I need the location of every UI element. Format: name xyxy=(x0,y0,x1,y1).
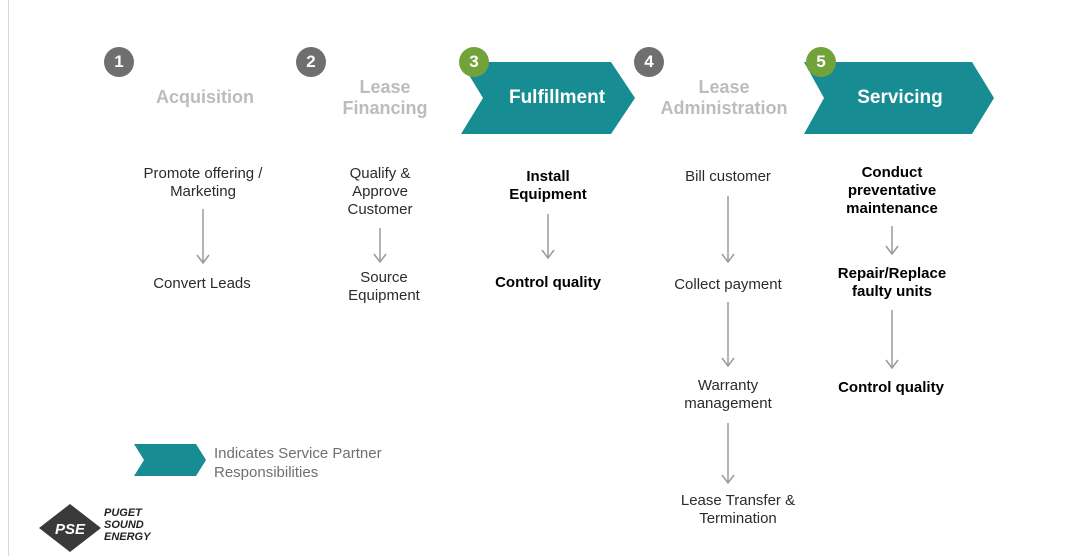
stage-3-badge: 3 xyxy=(459,47,489,77)
logo-word-2: SOUND xyxy=(104,519,144,531)
stage-1-title: Acquisition xyxy=(156,87,254,107)
stage-1-badge: 1 xyxy=(104,47,134,77)
stage-5-step-1: Conduct preventative maintenance xyxy=(846,164,938,217)
stage-3-chevron xyxy=(461,62,635,134)
stage-1-step-2: Convert Leads xyxy=(153,275,251,292)
stage-3-arrow-1 xyxy=(541,214,555,260)
stage-5-step-3: Control quality xyxy=(838,379,944,396)
stage-5-chevron xyxy=(804,62,994,134)
stage-4-step-2: Collect payment xyxy=(674,276,782,293)
stage-2-badge: 2 xyxy=(296,47,326,77)
stage-4-title: Lease Administration xyxy=(660,77,788,118)
logo-word-3: ENERGY xyxy=(104,531,151,543)
stage-2-step-1: Qualify & Approve Customer xyxy=(347,165,413,218)
stage-4-step-4: Lease Transfer & Termination xyxy=(680,492,796,527)
stage-3-title: Fulfillment xyxy=(508,87,606,108)
logo-word-1: PUGET xyxy=(104,507,142,519)
stage-5-arrow-1 xyxy=(885,226,899,256)
stage-4-step-3: Warranty management xyxy=(684,377,772,412)
stage-1-step-1: Promote offering / Marketing xyxy=(143,165,263,200)
stage-1-arrow-1 xyxy=(196,209,210,265)
stage-5-step-2: Repair/Replace faulty units xyxy=(837,265,947,300)
left-border xyxy=(8,0,9,556)
legend-chevron-icon xyxy=(134,444,206,476)
stage-3-step-1: Install Equipment xyxy=(509,168,587,203)
pse-logo-icon: PSE xyxy=(39,504,101,552)
stage-4-arrow-2 xyxy=(721,302,735,368)
stage-2-arrow-1 xyxy=(373,228,387,264)
stage-5-badge: 5 xyxy=(806,47,836,77)
stage-4-arrow-3 xyxy=(721,423,735,485)
stage-4-step-1: Bill customer xyxy=(685,168,771,185)
stage-5-arrow-2 xyxy=(885,310,899,370)
stage-2-step-2: Source Equipment xyxy=(348,269,420,304)
pse-logo-mark: PSE xyxy=(55,521,86,538)
legend-text: Indicates Service Partner Responsibiliti… xyxy=(214,445,382,481)
stage-5-title: Servicing xyxy=(857,87,943,108)
stage-2-title: Lease Financing xyxy=(342,77,428,118)
stage-4-badge: 4 xyxy=(634,47,664,77)
stage-4-arrow-1 xyxy=(721,196,735,264)
stage-3-step-2: Control quality xyxy=(495,274,601,291)
